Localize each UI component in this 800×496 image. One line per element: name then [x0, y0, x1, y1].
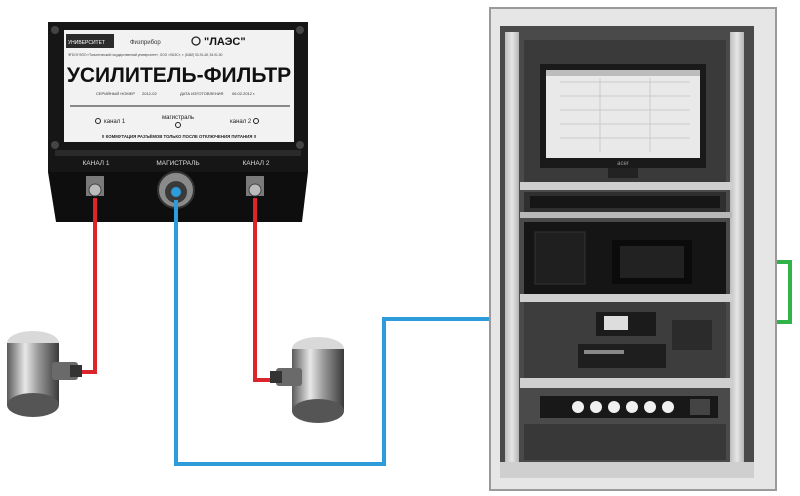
- laes-logo-icon: [191, 36, 201, 46]
- blue-cable-main: [174, 200, 595, 466]
- network-switch: [578, 344, 666, 368]
- server-rack: acer: [489, 7, 777, 491]
- university-logo: [66, 34, 114, 48]
- ch2-connector[interactable]: [246, 176, 264, 197]
- port-ch1-label: КАНАЛ 1: [83, 160, 110, 167]
- serial-label: СЕРИЙНЫЙ НОМЕР: [96, 91, 135, 96]
- main-small-label: магистраль: [162, 115, 194, 121]
- ch2-small-label: канал 2: [230, 119, 252, 125]
- date-value: 06.02.2012 г.: [232, 91, 255, 96]
- fine-print-text: ФГБОУ ВПО «Тольяттинский государственный…: [68, 53, 223, 57]
- ch1-small-label: канал 1: [104, 119, 126, 125]
- monitor-brand: acer: [617, 161, 629, 167]
- amplifier-module-in-rack: [596, 312, 656, 336]
- brand-left-text: УНИВЕРСИТЕТ: [68, 40, 105, 46]
- monitor-screen: [546, 70, 700, 158]
- brand-right-text: "ЛАЭС": [204, 36, 246, 48]
- ch1-marker-icon: [95, 118, 101, 124]
- port-main-label: МАГИСТРАЛЬ: [156, 160, 199, 167]
- monitor: acer: [540, 64, 706, 178]
- warning-text: !! КОММУТАЦИЯ РАЗЪЁМОВ ТОЛЬКО ПОСЛЕ ОТКЛ…: [102, 134, 257, 139]
- red-cable-ch2: [253, 198, 282, 382]
- brand-mid-text: Физприбор: [130, 40, 161, 46]
- main-marker-icon: [175, 122, 181, 128]
- power-strip: [540, 396, 718, 418]
- red-cable-ch1: [80, 198, 97, 374]
- ch1-connector[interactable]: [86, 176, 104, 197]
- amplifier-title: УСИЛИТЕЛЬ-ФИЛЬТР: [67, 64, 291, 87]
- sensor-left: [7, 331, 82, 417]
- port-ch2-label: КАНАЛ 2: [243, 160, 270, 167]
- amplifier-unit: УНИВЕРСИТЕТ Физприбор "ЛАЭС" ФГБОУ ВПО «…: [48, 22, 308, 222]
- serial-value: 2012-02: [142, 91, 157, 96]
- computer-unit: [524, 222, 726, 294]
- date-label: ДАТА ИЗГОТОВЛЕНИЯ: [180, 91, 224, 96]
- main-connector[interactable]: [157, 171, 195, 209]
- ch2-marker-icon: [253, 118, 259, 124]
- sensor-right: [270, 337, 344, 423]
